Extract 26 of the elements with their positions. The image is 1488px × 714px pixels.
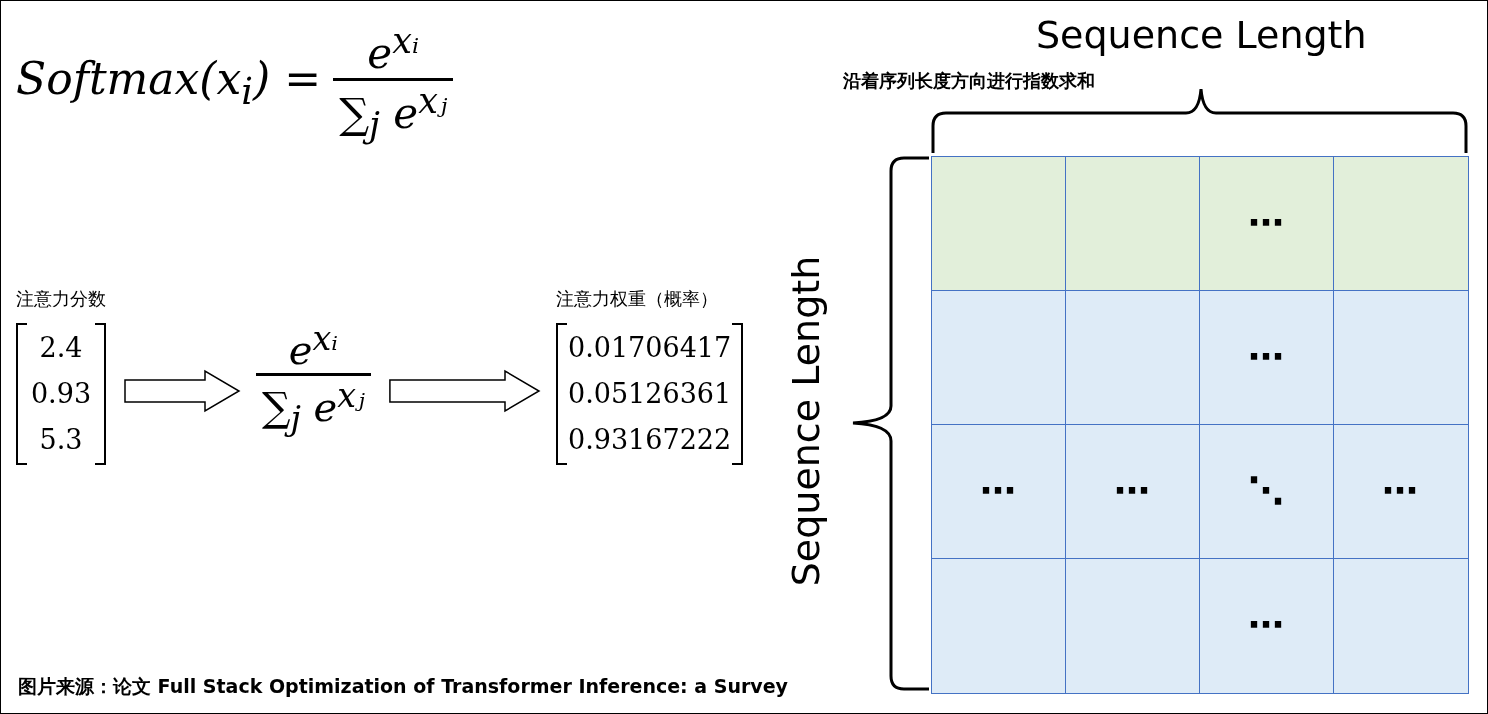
fraction-denominator: ∑$_{j}$ e$^{xⱼ}$ <box>256 373 371 439</box>
formula-denominator: ∑$_{j}$ e$^{xⱼ}$ <box>333 78 454 146</box>
axis-label: Sequence Length <box>784 255 828 587</box>
vector-value: 5.3 <box>39 423 83 457</box>
block-arrow <box>389 369 541 413</box>
caption: 图片来源：论文 Full Stack Optimization of Transformer Inference: a Survey <box>18 674 788 699</box>
block-arrow <box>124 369 241 413</box>
vector-value: 0.01706417 <box>568 331 732 365</box>
note-text: 沿着序列长度方向进行指数求和 <box>843 69 1095 93</box>
formula-numerator: e$^{xᵢ}$ <box>366 21 420 78</box>
vector-heading: 注意力权重（概率） <box>556 287 719 311</box>
ellipsis-mark: ⋯ <box>1248 205 1284 241</box>
formula-text: Softmax(x$_{i}$) = <box>16 53 322 114</box>
ellipsis-mark: ⋯ <box>1248 607 1284 643</box>
vector-value: 2.4 <box>39 331 83 365</box>
ellipsis-mark: ⋯ <box>1248 339 1284 375</box>
vector-value: 0.93167222 <box>568 423 732 457</box>
ellipsis-mark: ⋯ <box>1114 473 1150 509</box>
axis-label: Sequence Length <box>1036 13 1367 57</box>
vector-heading: 注意力分数 <box>16 287 106 311</box>
vector-value: 0.05126361 <box>568 377 732 411</box>
ellipsis-mark: ⋱ <box>1248 473 1284 509</box>
fraction-numerator: e$^{xᵢ}$ <box>287 319 340 374</box>
ellipsis-mark: ⋯ <box>980 473 1016 509</box>
vector-value: 0.93 <box>30 377 92 411</box>
ellipsis-mark: ⋯ <box>1382 473 1418 509</box>
